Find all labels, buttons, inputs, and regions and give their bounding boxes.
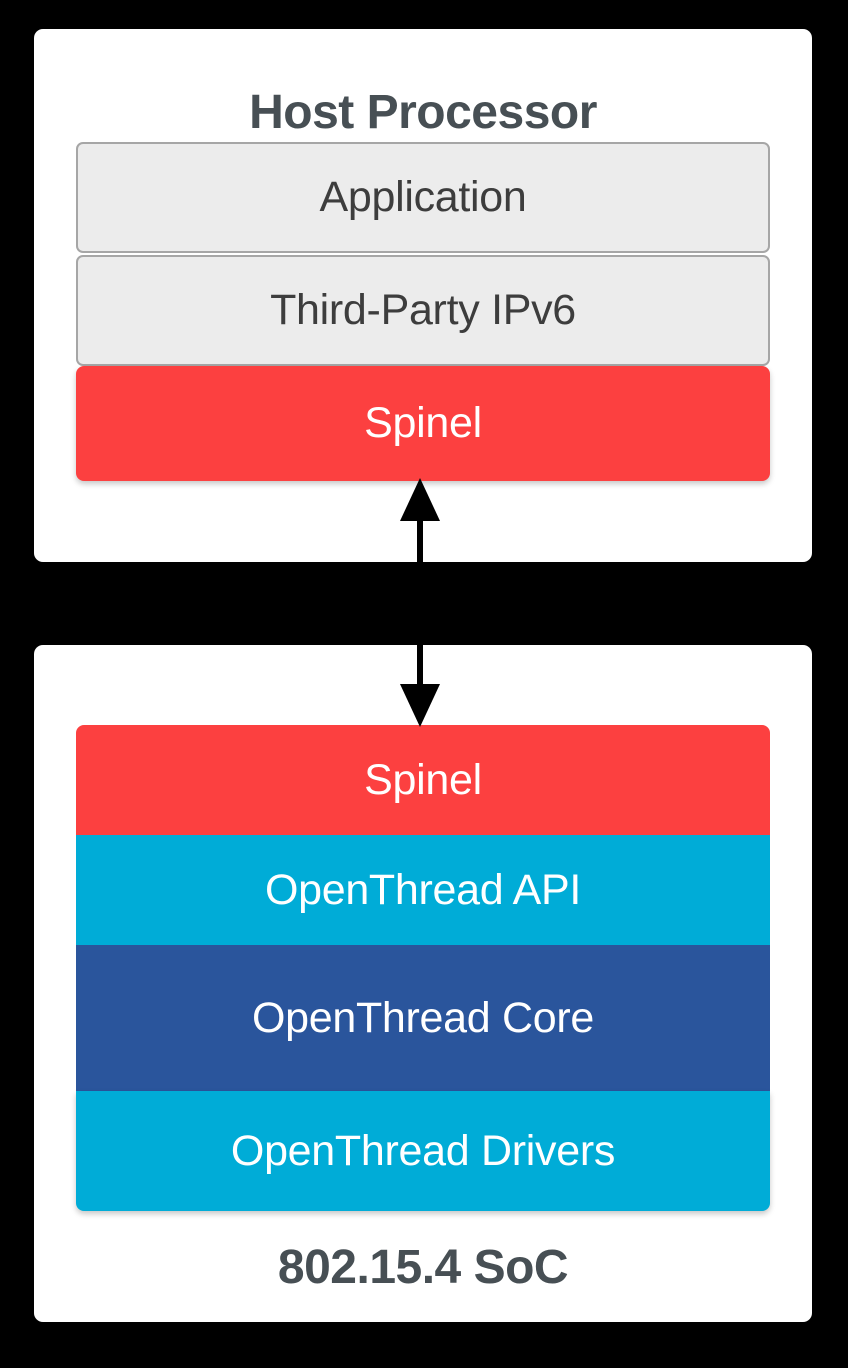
layer-third-party-ipv6-label: Third-Party IPv6	[270, 286, 576, 334]
layer-openthread-api[interactable]: OpenThread API	[76, 835, 770, 945]
layer-host-spinel-label: Spinel	[364, 399, 482, 447]
layer-openthread-core-label: OpenThread Core	[251, 993, 595, 1042]
host-processor-title: Host Processor	[249, 86, 597, 139]
panel-host-processor: Host Processor Application Third-Party I…	[34, 29, 812, 562]
soc-title: 802.15.4 SoC	[277, 1241, 569, 1294]
layer-application-label: Application	[319, 173, 527, 221]
layer-openthread-drivers-label: OpenThread Drivers	[230, 1126, 616, 1175]
panel-802-15-4-soc: Spinel OpenThread API OpenThread Core Op…	[34, 645, 812, 1322]
layer-openthread-core[interactable]: OpenThread Core	[76, 945, 770, 1091]
layer-third-party-ipv6[interactable]: Third-Party IPv6	[76, 255, 770, 366]
layer-openthread-api-label: OpenThread API	[264, 865, 582, 914]
layer-soc-spinel[interactable]: Spinel	[76, 725, 770, 835]
layer-openthread-drivers[interactable]: OpenThread Drivers	[76, 1091, 770, 1211]
layer-soc-spinel-label: Spinel	[364, 755, 482, 804]
layer-application[interactable]: Application	[76, 142, 770, 253]
layer-host-spinel[interactable]: Spinel	[76, 366, 770, 481]
